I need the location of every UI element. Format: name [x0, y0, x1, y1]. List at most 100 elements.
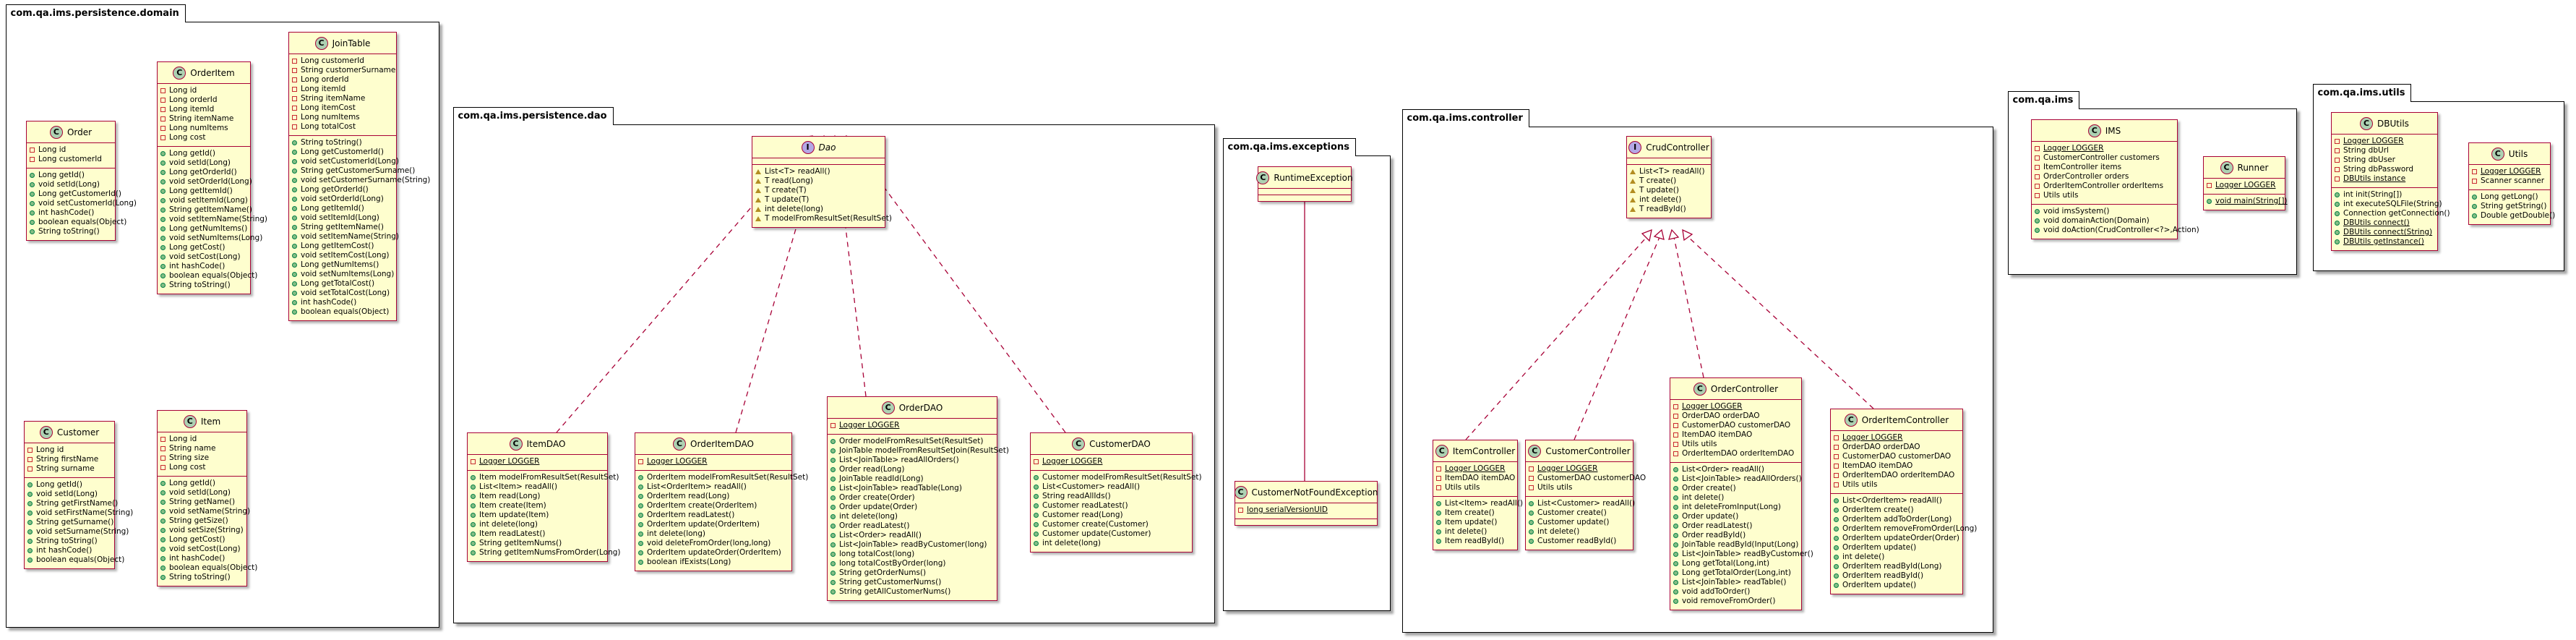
public-visibility-icon	[1673, 561, 1678, 566]
method-row: List<Order> readAll()	[1673, 465, 1798, 474]
method-text: Long getTotalCost()	[301, 279, 375, 288]
method-row: String getOrderNums()	[830, 568, 994, 578]
method-row: Long getTotalOrder(Long,int)	[1673, 568, 1798, 578]
method-text: Long getCost()	[169, 243, 226, 252]
public-visibility-icon	[638, 541, 643, 546]
method-text: String getItemName()	[169, 205, 252, 214]
field-text: OrderItemDAO orderItemDAO	[1682, 449, 1795, 458]
private-visibility-icon	[2335, 167, 2340, 172]
method-text: T create(T)	[765, 186, 807, 195]
methods-section: Order modelFromResultSet(ResultSet)JoinT…	[828, 434, 1009, 600]
method-row: String getItemName()	[160, 205, 252, 215]
private-visibility-icon	[292, 68, 297, 73]
private-visibility-icon	[27, 466, 33, 472]
method-row: int hashCode()	[30, 208, 112, 218]
method-row: Order update(Order)	[830, 503, 994, 512]
field-text: OrderController orders	[2043, 172, 2129, 181]
public-visibility-icon	[292, 234, 297, 239]
method-text: Long getCustomerId()	[38, 189, 121, 198]
realization-customercontroller-crud	[1573, 236, 1660, 440]
method-row: void main(String[])	[2207, 197, 2288, 206]
field-text: String itemName	[169, 114, 234, 123]
method-row: int hashCode()	[292, 298, 393, 307]
field-text: OrderDAO orderDAO	[1682, 411, 1760, 420]
method-row: Long getId()	[27, 480, 111, 490]
field-text: Logger LOGGER	[479, 457, 540, 466]
method-text: String toString()	[38, 227, 100, 236]
private-visibility-icon	[27, 448, 33, 453]
field-row: Long orderId	[160, 95, 247, 105]
field-text: Logger LOGGER	[839, 421, 900, 430]
method-row: List<T> readAll()	[1630, 167, 1708, 176]
method-row: int delete()	[1673, 493, 1798, 503]
method-text: int delete()	[1445, 527, 1487, 536]
public-visibility-icon	[830, 533, 836, 538]
method-text: int hashCode()	[301, 298, 357, 307]
field-text: Logger LOGGER	[2343, 137, 2404, 145]
method-text: List<T> readAll()	[765, 167, 830, 176]
method-text: void addToOrder()	[1682, 587, 1751, 596]
public-visibility-icon	[1529, 511, 1534, 516]
field-row: ItemController items	[2035, 163, 2174, 172]
method-row: OrderItem readById()	[1834, 571, 1959, 581]
field-text: String dbPassword	[2343, 165, 2414, 174]
field-row: Long itemCost	[292, 103, 393, 113]
method-text: Order readLatest()	[1682, 521, 1753, 530]
arrowhead-crud-4	[1682, 229, 1693, 242]
methods-section: List<OrderItem> readAll()OrderItem creat…	[1831, 493, 1977, 594]
methods-section: Item modelFromResultSet(ResultSet)List<I…	[468, 470, 620, 561]
private-visibility-icon	[1834, 473, 1839, 478]
private-visibility-icon	[1834, 445, 1839, 450]
method-row: List<Item> readAll()	[1436, 499, 1523, 508]
field-text: Logger LOGGER	[1842, 433, 1903, 442]
method-text: Long getTotal(Long,int)	[1682, 559, 1770, 568]
method-row: DBUtils connect()	[2335, 218, 2434, 228]
method-row: int delete(long)	[471, 520, 604, 529]
method-row: List<Item> readAll()	[471, 482, 604, 492]
methods-section	[1235, 519, 1377, 525]
private-visibility-icon	[2035, 155, 2040, 161]
method-row: int init(String[])	[2335, 190, 2434, 200]
method-text: Long getId()	[38, 171, 85, 179]
method-text: Order create()	[1682, 484, 1736, 492]
interface-stereotype-icon: I	[1628, 140, 1642, 154]
class-stereotype-icon: C	[39, 425, 53, 439]
public-visibility-icon	[27, 520, 33, 525]
private-visibility-icon	[2035, 165, 2040, 170]
public-visibility-icon	[830, 486, 836, 491]
public-visibility-icon	[1673, 580, 1678, 585]
private-visibility-icon	[292, 106, 297, 111]
method-row: void setItemId(Long)	[160, 196, 248, 205]
field-row: Long id	[160, 86, 247, 95]
method-text: String toString()	[36, 537, 98, 545]
private-visibility-icon	[160, 465, 166, 470]
method-text: void setId(Long)	[36, 490, 98, 498]
method-text: void setOrderId(Long)	[301, 195, 384, 203]
class-stereotype-icon: C	[1435, 444, 1448, 458]
